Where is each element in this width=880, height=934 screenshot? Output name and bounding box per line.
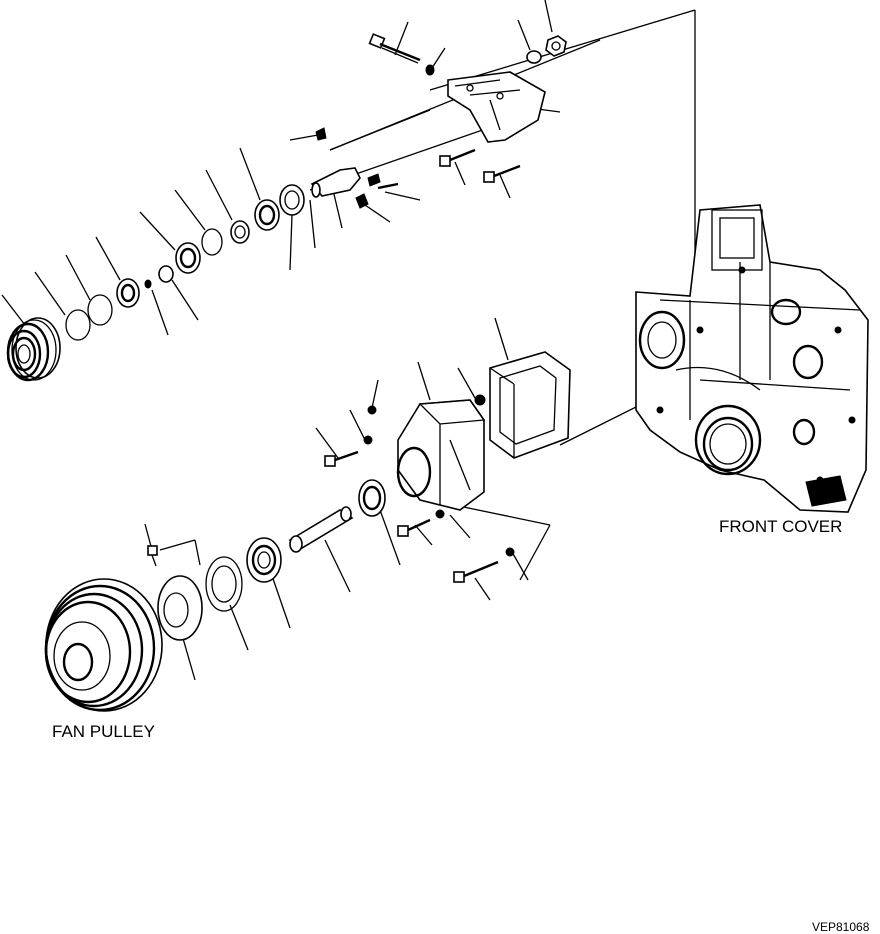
fan-bearing-rear	[358, 479, 386, 517]
drawing-code: VEP81068	[812, 920, 870, 934]
fan-pulley-bolt	[147, 545, 158, 567]
fan-bracket-housing	[396, 399, 486, 511]
leader-lines	[1, 0, 696, 681]
tensioner-bracket	[447, 71, 546, 143]
front-cover-label: FRONT COVER	[719, 517, 843, 536]
fan-hub	[157, 575, 203, 641]
fan-gasket	[205, 556, 243, 612]
housing-washer	[363, 435, 373, 445]
fan-pulley	[44, 578, 163, 712]
upper-washer-small	[425, 64, 435, 76]
small-nut	[355, 193, 369, 209]
lower-bolts	[397, 509, 515, 583]
upper-idler-stack	[65, 184, 305, 341]
small-pin	[367, 173, 381, 187]
housing-bolt-left	[324, 450, 359, 467]
fan-shaft	[288, 506, 354, 553]
mid-bolts-upper	[439, 148, 521, 183]
upper-nut	[545, 35, 567, 57]
tension-shaft	[310, 167, 361, 198]
upper-bolt	[368, 33, 421, 64]
grease-fitting	[315, 127, 327, 141]
front-cover	[635, 204, 869, 513]
spacer-block	[489, 351, 571, 459]
fan-pulley-label: FAN PULLEY	[52, 722, 155, 741]
upper-washer	[526, 50, 542, 64]
fan-bearing-front	[246, 537, 282, 583]
idler-pulley	[6, 317, 61, 382]
housing-plug	[367, 405, 377, 415]
housing-dowel	[474, 394, 486, 406]
cotter-pin	[377, 182, 399, 190]
